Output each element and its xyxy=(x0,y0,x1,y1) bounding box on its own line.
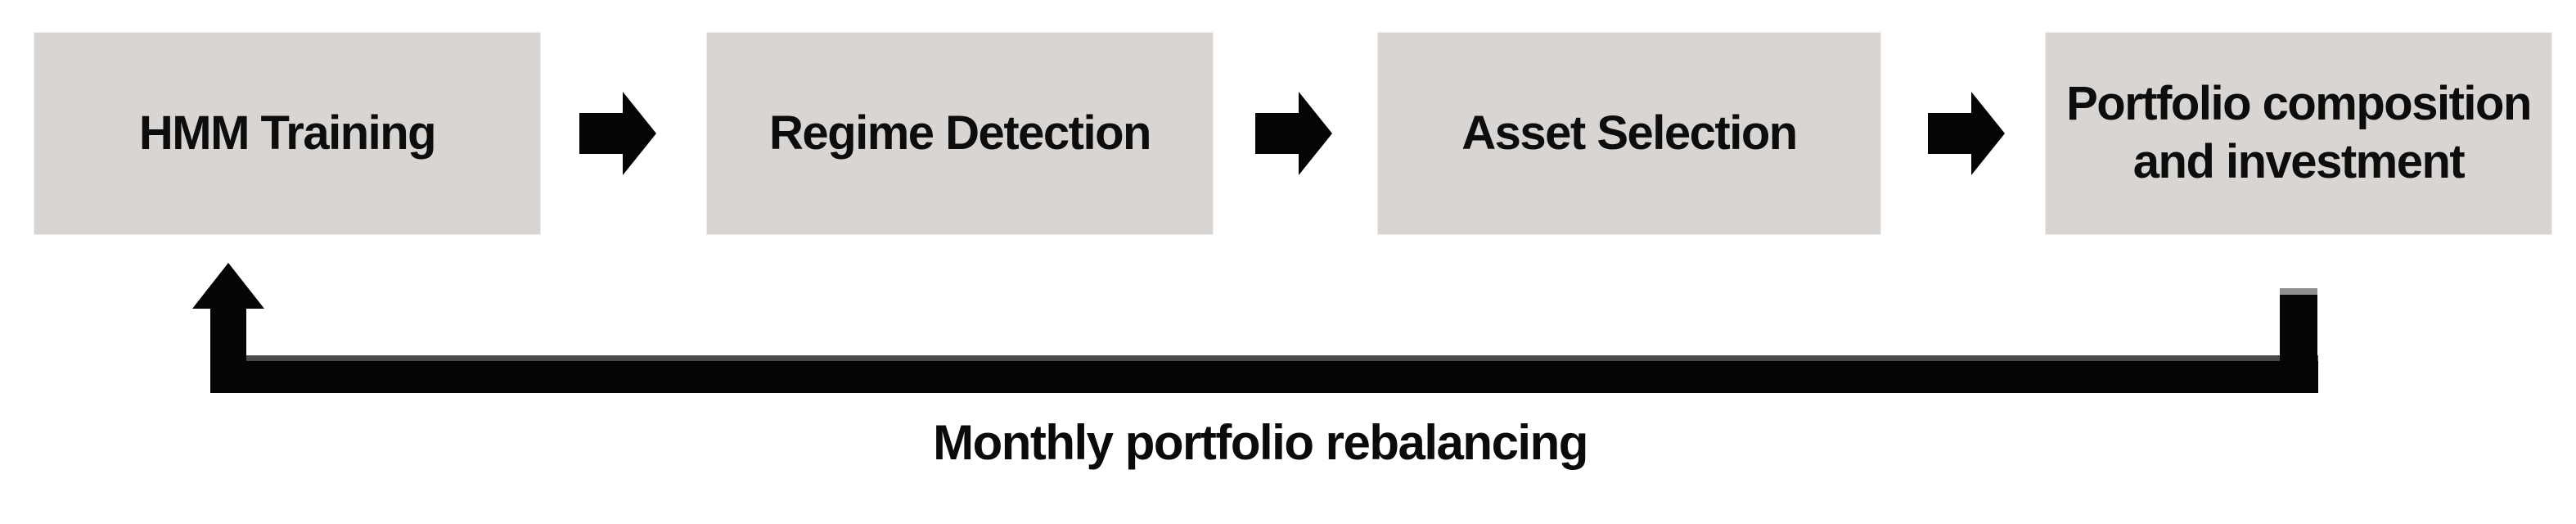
step-box-regime-detection: Regime Detection xyxy=(707,33,1213,234)
step-box-portfolio-composition: Portfolio composition and investment xyxy=(2046,33,2551,234)
right-arrow-icon xyxy=(1928,92,2005,175)
feedback-loop-right-segment xyxy=(2280,288,2317,393)
step-box-hmm-training: HMM Training xyxy=(34,33,540,234)
step-label: HMM Training xyxy=(138,106,437,160)
feedback-loop-horizontal-bar xyxy=(210,355,2318,393)
step-label: Asset Selection xyxy=(1461,106,1798,160)
right-arrow-icon xyxy=(579,92,656,175)
up-arrowhead-icon xyxy=(192,263,264,309)
right-arrow-icon xyxy=(1255,92,1332,175)
step-label: Portfolio composition and investment xyxy=(2066,77,2532,188)
step-label: Regime Detection xyxy=(769,106,1151,160)
feedback-loop-label: Monthly portfolio rebalancing xyxy=(933,415,1588,470)
feedback-loop-left-segment xyxy=(210,306,246,393)
step-box-asset-selection: Asset Selection xyxy=(1378,33,1880,234)
